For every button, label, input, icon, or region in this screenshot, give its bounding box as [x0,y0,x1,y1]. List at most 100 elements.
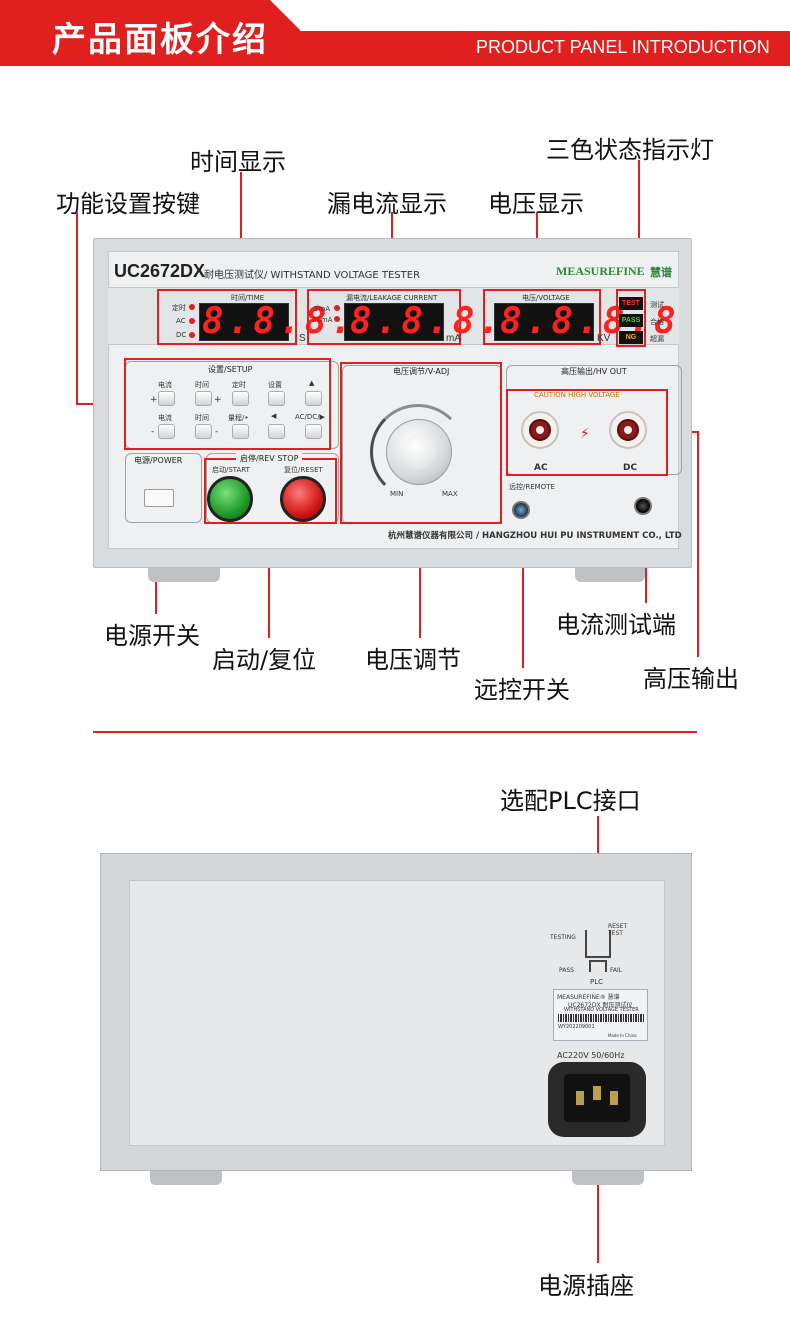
status-pass-label: 合格 [650,318,664,326]
lightning-icon: ⚡ [580,426,590,442]
leader-hv-v [697,431,699,657]
time-led-label-2: AC [176,317,186,325]
power-title: 电源/POWER [130,455,187,466]
header-tab [0,0,300,66]
key-current-down[interactable] [158,424,175,439]
company-name: 杭州慧谱仪器有限公司 / HANGZHOU HUI PU INSTRUMENT … [388,531,682,541]
time-led-label-1: 定时 [172,304,186,312]
leakage-unit: mA [446,333,461,344]
key-label-time-down: 时间 [195,414,209,422]
time-led-label-3: DC [176,331,187,339]
voltage-unit: KV [597,333,611,344]
plus-sign-2: + [214,395,222,405]
header-bar [300,31,790,66]
callout-voltage-adjust: 电压调节 [365,646,461,674]
status-test-label: 测试 [650,301,664,309]
key-time-down[interactable] [195,424,212,439]
key-label-left: ◀ [271,412,277,420]
current-test-port[interactable] [634,497,652,515]
vadj-knob[interactable] [386,419,452,485]
key-label-current-down: 电流 [158,414,172,422]
start-button[interactable] [207,476,253,522]
key-label-up: ▲ [309,379,315,387]
leakage-led-1 [334,305,340,311]
callout-current-test-port: 电流测试端 [556,611,676,639]
key-range[interactable] [232,424,249,439]
minus-sign-2: - [215,427,219,437]
plc-reset-test-label: RESET TEST [608,923,628,937]
hv-dc-jack[interactable] [609,411,647,449]
header-title-en: PRODUCT PANEL INTRODUCTION [476,37,770,57]
callout-time-display: 时间显示 [190,148,286,176]
key-timer[interactable] [232,391,249,406]
leader-start [268,522,270,638]
sticker-brand: MEASUREFINE® 慧谱 [557,994,620,1001]
hv-dc-label: DC [623,463,638,473]
model-description: 耐电压测试仪/ WITHSTAND VOLTAGE TESTER [204,270,421,281]
key-time-up[interactable] [195,391,212,406]
vadj-knob-cap [401,434,437,470]
leakage-led-label-1: 2mA [314,305,331,313]
section-divider [93,731,697,733]
hv-ac-jack-ring [529,419,551,441]
voltage-display-title: 电压/VOLTAGE [522,294,570,302]
brand-logo: MEASUREFINE [556,264,645,278]
plc-pass-label: PASS [559,967,574,974]
key-setup[interactable] [268,391,285,406]
key-up[interactable] [305,391,322,406]
front-panel: UC2672DX 耐电压测试仪/ WITHSTAND VOLTAGE TESTE… [93,238,692,568]
time-display: 8.8.8.8 [199,303,378,341]
status-ng-text: NG [625,334,637,341]
plc-connector-icon[interactable] [585,930,611,958]
time-display-title: 时间/TIME [231,294,265,302]
hv-dc-jack-ring [617,419,639,441]
remote-label: 远控/REMOTE [509,483,555,491]
leader-socket [597,1137,599,1263]
power-socket[interactable] [548,1062,646,1137]
remote-connector[interactable] [512,501,530,519]
front-foot-left [148,568,220,582]
front-foot-right [575,568,645,582]
key-acdc[interactable] [305,424,322,439]
status-led-frame [616,289,646,347]
leader-vadj [419,522,421,638]
callout-power-socket: 电源插座 [538,1272,634,1300]
vadj-scale-arc [370,404,466,500]
time-display-frame [157,289,297,345]
key-left[interactable] [268,424,285,439]
leader-keys-v [76,212,78,404]
socket-pin-center [593,1086,601,1100]
key-current-up[interactable] [158,391,175,406]
key-label-timer: 定时 [232,381,246,389]
time-led-2 [189,318,195,324]
brand-cn: 慧谱 [650,266,672,279]
callout-remote-switch: 远控开关 [474,676,570,704]
key-label-setup: 设置 [268,381,282,389]
hv-ac-jack[interactable] [521,411,559,449]
power-group [125,453,202,523]
hv-dc-jack-core [624,426,632,434]
rear-foot-right [572,1171,644,1185]
start-label: 启动/START [212,466,250,474]
power-rating: AC220V 50/60Hz [557,1051,625,1060]
time-led-3 [189,332,195,338]
leakage-display-frame [307,289,461,345]
leakage-led-2 [334,316,340,322]
rear-foot-left [150,1171,222,1185]
vadj-min: MIN [390,490,404,498]
status-test: TEST [619,297,643,310]
setup-frame [124,358,331,450]
leader-status [638,160,640,290]
callout-power-switch: 电源开关 [104,622,200,650]
leakage-display: 8.8.8.8 [344,303,526,341]
time-unit: S [299,333,306,344]
leakage-display-title: 漏电流/LEAKAGE CURRENT [346,294,438,302]
status-ng: NG [619,331,643,344]
reset-button[interactable] [280,476,326,522]
status-pass-text: PASS [621,317,641,324]
vadj-max: MAX [442,490,458,498]
rating-sticker: MEASUREFINE® 慧谱 UC2672DX 耐压测试仪 WITHSTAND… [553,989,648,1041]
power-switch[interactable] [144,489,174,507]
sticker-origin: Made In China [608,1033,637,1038]
hv-out-title: 高压输出/HV OUT [557,366,631,377]
